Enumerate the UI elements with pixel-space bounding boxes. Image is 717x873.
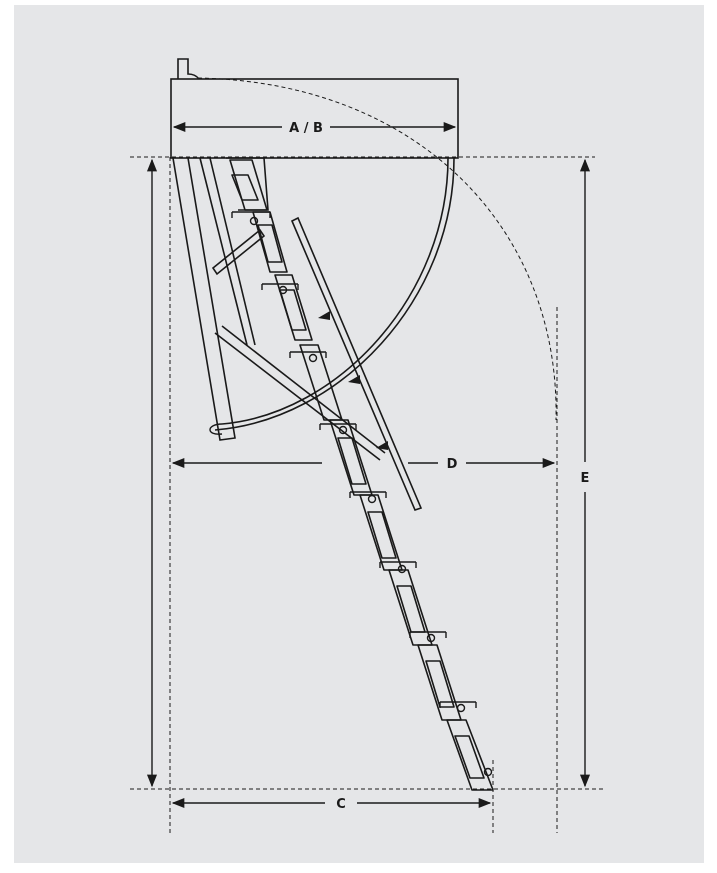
hatch-latch-icon [177, 58, 200, 80]
label-e: E [581, 471, 590, 486]
hand-rail [290, 216, 423, 511]
reference-lines [130, 77, 605, 833]
dimension-e: E [579, 158, 591, 788]
ceiling-hatch-box [170, 58, 459, 159]
label-c: C [336, 797, 346, 812]
scissor-ladder [229, 159, 494, 791]
diagram-background [14, 5, 704, 863]
dimension-d: D [171, 457, 556, 472]
dimension-a-b: A / B [172, 121, 457, 136]
hatch-swing-arc [197, 77, 557, 421]
label-d: D [447, 457, 458, 472]
label-a-b: A / B [289, 121, 323, 136]
dimension-c: C [171, 797, 492, 812]
